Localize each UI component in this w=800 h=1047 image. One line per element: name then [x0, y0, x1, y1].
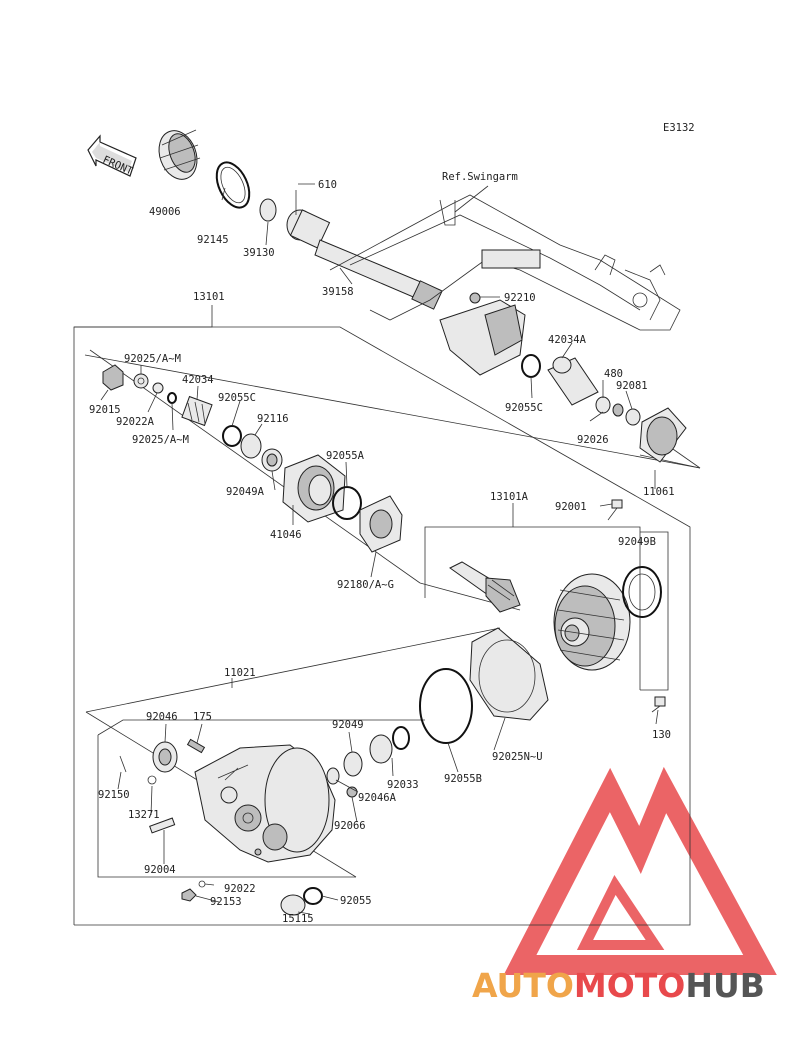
- bearing-92046: [152, 741, 178, 773]
- label-92055: 92055: [340, 895, 372, 907]
- seal-92049: [343, 751, 363, 777]
- clamp-92145: [215, 161, 251, 209]
- bearing-housing-top: [439, 292, 526, 376]
- parts-left-series: [102, 364, 283, 472]
- bolt-92001: [607, 499, 623, 521]
- label-92025am-top: 92025/A~M: [124, 353, 181, 365]
- pinion-gear: [449, 561, 521, 613]
- needle-bearing: [369, 726, 410, 764]
- label-92046: 92046: [146, 711, 178, 723]
- label-92022: 92022: [224, 883, 256, 895]
- label-39158: 39158: [322, 286, 354, 298]
- label-92025am-bot: 92025/A~M: [132, 434, 189, 446]
- driveshaft-39158: [286, 190, 443, 310]
- housing-41046: [282, 454, 346, 523]
- cap-15115: [280, 887, 323, 916]
- label-175: 175: [193, 711, 212, 723]
- bolt-92004: [149, 817, 176, 834]
- label-92055a: 92055A: [326, 450, 365, 462]
- label-92066: 92066: [334, 820, 366, 832]
- label-42034a: 42034A: [548, 334, 587, 346]
- label-41046: 41046: [270, 529, 302, 541]
- diagram-code: E3132: [663, 122, 695, 134]
- watermark-auto: AUTO: [472, 966, 574, 1005]
- swingarm-ref: [329, 185, 681, 331]
- label-92033: 92033: [387, 779, 419, 791]
- label-92049: 92049: [332, 719, 364, 731]
- bolt-92153: [181, 880, 206, 902]
- label-130: 130: [652, 729, 671, 741]
- watermark-moto: MOTO: [574, 966, 685, 1005]
- pin-92150: [119, 755, 127, 773]
- shim-92180: [359, 495, 403, 553]
- label-92004: 92004: [144, 864, 176, 876]
- label-92026: 92026: [577, 434, 609, 446]
- label-92055c-left: 92055C: [218, 392, 256, 404]
- label-92081: 92081: [616, 380, 648, 392]
- oring-92055b: [419, 668, 473, 744]
- label-92049b: 92049B: [618, 536, 656, 548]
- label-11061: 11061: [643, 486, 675, 498]
- label-92055c-right: 92055C: [505, 402, 543, 414]
- seal-92049b: [622, 566, 662, 618]
- label-39130: 39130: [243, 247, 275, 259]
- boot-49006: [158, 129, 201, 180]
- label-92025nu: 92025N~U: [492, 751, 543, 763]
- front-arrow-icon: FRONT: [87, 134, 137, 178]
- stud-175: [186, 738, 206, 754]
- washer-13271: [147, 775, 157, 785]
- label-92015: 92015: [89, 404, 121, 416]
- watermark-hub: HUB: [685, 966, 765, 1005]
- label-610: 610: [318, 179, 337, 191]
- labels: E3132 Ref.Swingarm 49006 92145 39130 610…: [89, 122, 695, 925]
- label-92049a: 92049A: [226, 486, 265, 498]
- label-42034: 42034: [182, 374, 214, 386]
- label-92116: 92116: [257, 413, 289, 425]
- ref-swingarm-label: Ref.Swingarm: [442, 171, 518, 183]
- label-480: 480: [604, 368, 623, 380]
- gasket-92025nu: [469, 627, 549, 721]
- watermark-text: AUTOMOTOHUB: [472, 966, 765, 1005]
- leader-lines: [100, 183, 659, 915]
- label-92153: 92153: [210, 896, 242, 908]
- bolt-130: [651, 696, 666, 713]
- label-11021: 11021: [224, 667, 256, 679]
- ring-gear: [553, 573, 631, 671]
- label-92046a: 92046A: [358, 792, 397, 804]
- label-92180: 92180/A~G: [337, 579, 394, 591]
- label-13101a: 13101A: [490, 491, 529, 503]
- parts-right-series: [521, 354, 687, 463]
- label-92022a: 92022A: [116, 416, 155, 428]
- bush-92046a: [326, 767, 340, 785]
- label-92055b: 92055B: [444, 773, 482, 785]
- label-92150: 92150: [98, 789, 130, 801]
- seal-39130: [259, 198, 277, 222]
- label-92145: 92145: [197, 234, 229, 246]
- label-49006: 49006: [149, 206, 181, 218]
- label-15115: 15115: [282, 913, 314, 925]
- label-13271: 13271: [128, 809, 160, 821]
- watermark-logo: [503, 766, 777, 975]
- label-92210: 92210: [504, 292, 536, 304]
- label-92001: 92001: [555, 501, 587, 513]
- final-gear-case: [194, 744, 336, 863]
- label-13101: 13101: [193, 291, 225, 303]
